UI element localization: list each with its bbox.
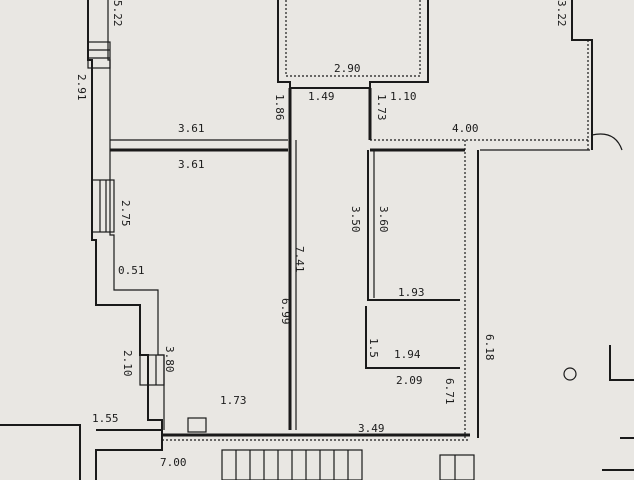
kitchen-left-wall <box>367 150 460 301</box>
dim-top-right-small: 1.10 <box>390 90 417 103</box>
stairs <box>221 449 363 480</box>
dim-far-right-v: 6.18 <box>483 334 496 361</box>
window-low-left <box>139 354 165 386</box>
dim-corridor-len: 7.41 <box>293 246 306 273</box>
far-right-door-arc <box>591 133 623 151</box>
dim-tiny-v2: 1.73 <box>375 94 388 121</box>
dim-left-room-top: 3.61 <box>178 122 205 135</box>
circle-fixture <box>563 367 577 381</box>
lower-left-outline <box>0 424 81 480</box>
dim-low-left-v: 2.10 <box>121 350 134 377</box>
dim-very-top: 5.22 <box>111 0 124 27</box>
far-right-wall <box>571 0 593 150</box>
dim-kitchen-2: 1.94 <box>394 348 421 361</box>
window-mid-left <box>91 179 115 233</box>
dim-left-room-under: 3.61 <box>178 158 205 171</box>
dim-left-wall: 2.75 <box>119 200 132 227</box>
dim-bottom-mid: 3.49 <box>358 422 385 435</box>
dim-tiny-v1: 1.86 <box>273 94 286 121</box>
top-room-walls <box>277 0 429 89</box>
bottom-right-box <box>439 454 475 480</box>
kitchen-small-box <box>365 306 460 369</box>
dim-corridor-len2: 6.99 <box>279 298 292 325</box>
dim-step-left: 0.51 <box>118 264 145 277</box>
left-outer-wall <box>87 0 163 440</box>
dim-kitchen-1: 1.93 <box>398 286 425 299</box>
dim-right-v: 6.71 <box>443 378 456 405</box>
dimension-labels: 2.90 1.49 1.10 3.61 3.61 4.00 1.93 1.94 … <box>75 0 568 469</box>
dim-lower-left: 1.55 <box>92 412 119 425</box>
dim-top-right-v: 3.22 <box>555 0 568 27</box>
dim-mid-right-v2: 3.60 <box>377 206 390 233</box>
dim-low-left-v2: 3.80 <box>163 346 176 373</box>
window-top-left <box>87 41 111 69</box>
dim-top-left-small: 1.49 <box>308 90 335 103</box>
dim-bottom-left: 1.73 <box>220 394 247 407</box>
dim-bottom-right: 7.00 <box>160 456 187 469</box>
top-room-dotted <box>285 0 421 77</box>
dim-top-corridor: 2.90 <box>334 62 361 75</box>
small-fixture <box>187 417 207 433</box>
dim-mid-right-v: 3.50 <box>349 206 362 233</box>
dim-small-v: 1.5 <box>367 338 380 358</box>
right-edge-marks <box>602 345 634 471</box>
dim-right-wide: 4.00 <box>452 122 479 135</box>
lower-left-inner <box>95 429 163 480</box>
dim-kitchen-3: 2.09 <box>396 374 423 387</box>
dim-left-wall-top: 2.91 <box>75 74 88 101</box>
